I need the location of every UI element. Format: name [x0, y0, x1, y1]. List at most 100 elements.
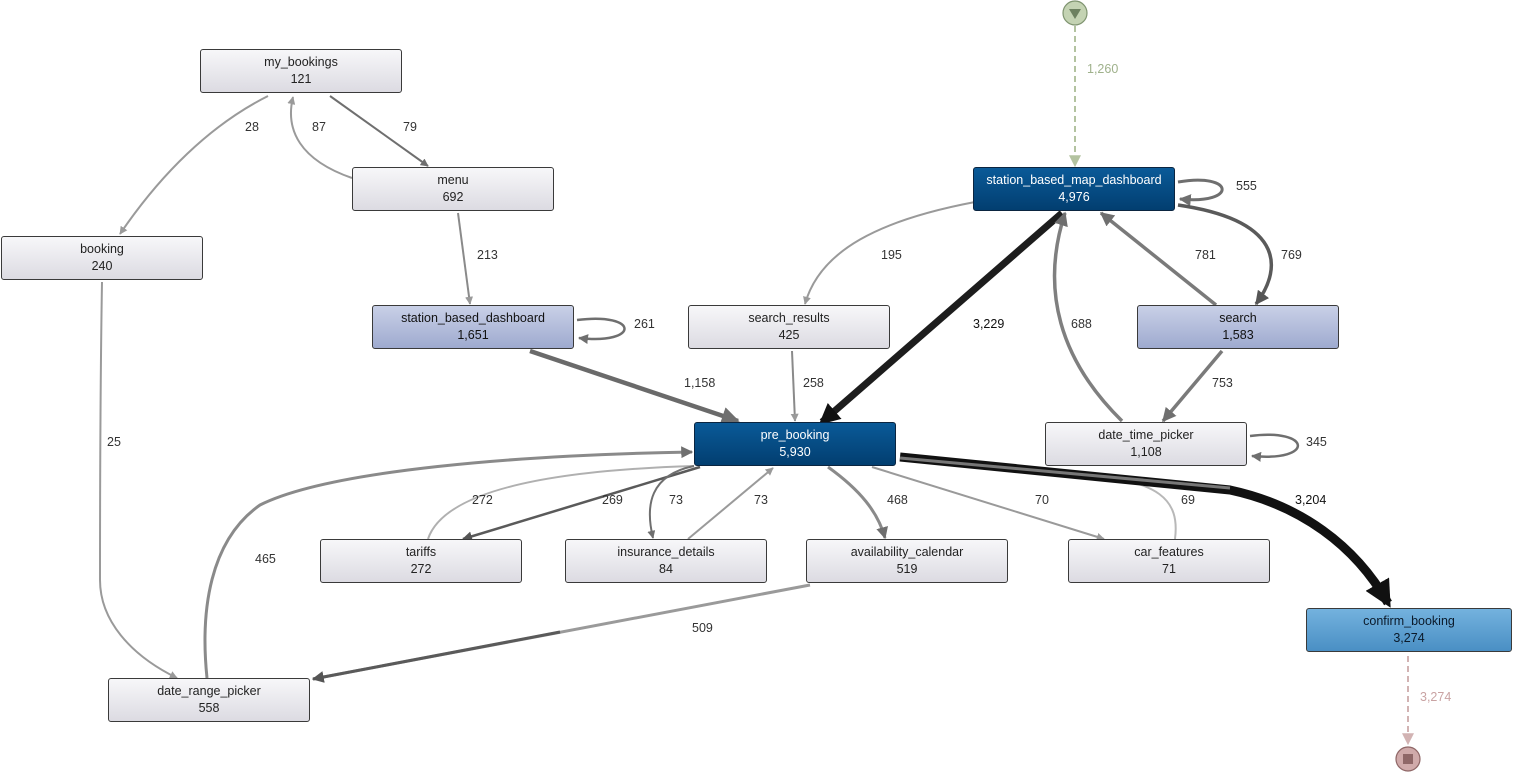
edge-booking-to-date-range-picker[interactable] — [98, 281, 178, 679]
edge-station-map-to-search[interactable] — [1177, 203, 1274, 306]
node-insurance-details[interactable]: insurance_details 84 — [565, 539, 767, 583]
edge-station-dashboard-to-pre-booking[interactable] — [529, 348, 740, 425]
node-menu[interactable]: menu 692 — [352, 167, 554, 211]
edge-availability-to-date-range-picker-head — [311, 630, 561, 683]
edge-label: 70 — [1035, 493, 1049, 507]
edge-insurance-to-pre-booking[interactable] — [687, 467, 774, 540]
edge-pre-booking-to-availability[interactable] — [827, 465, 888, 540]
node-count: 71 — [1162, 562, 1176, 576]
edge-label: 272 — [472, 493, 493, 507]
node-count: 519 — [896, 562, 918, 576]
edge-my-bookings-to-menu[interactable] — [329, 95, 429, 167]
edge-search-to-station-map[interactable] — [1099, 211, 1218, 307]
edge-label: 269 — [602, 493, 623, 507]
node-count: 425 — [778, 328, 800, 342]
edge-pre-booking-back-shade — [899, 456, 1231, 490]
edge-pre-booking-to-tariffs[interactable] — [462, 465, 701, 542]
edge-label: 213 — [477, 248, 498, 262]
edge-label: 195 — [881, 248, 902, 262]
node-car-features[interactable]: car_features 71 — [1068, 539, 1270, 583]
node-count: 1,108 — [1130, 445, 1162, 459]
edge-pre-booking-to-car-features[interactable] — [871, 466, 1105, 541]
edge-label: 1,158 — [684, 376, 715, 390]
edge-menu-to-station-dashboard[interactable] — [457, 212, 474, 305]
node-count: 5,930 — [779, 445, 811, 459]
edge-menu-to-my-bookings[interactable] — [287, 96, 353, 179]
edge-label: 87 — [312, 120, 326, 134]
edge-label: 261 — [634, 317, 655, 331]
node-count: 121 — [290, 72, 312, 86]
node-search-results[interactable]: search_results 425 — [688, 305, 890, 349]
node-confirm-booking[interactable]: confirm_booking 3,274 — [1306, 608, 1512, 652]
node-date-time-picker[interactable]: date_time_picker 1,108 — [1045, 422, 1247, 466]
edge-label: 688 — [1071, 317, 1092, 331]
node-date-range-picker[interactable]: date_range_picker 558 — [108, 678, 310, 722]
edge-station-map-to-pre-booking[interactable] — [818, 210, 1065, 425]
edge-label: 73 — [669, 493, 683, 507]
edge-station-map-to-search-results[interactable] — [803, 201, 976, 305]
edge-label: 769 — [1281, 248, 1302, 262]
node-name: pre_booking — [760, 428, 830, 442]
edge-label: 345 — [1306, 435, 1327, 449]
edge-search-results-to-pre-booking[interactable] — [790, 350, 799, 422]
edge-label: 468 — [887, 493, 908, 507]
node-count: 272 — [410, 562, 432, 576]
node-count: 240 — [91, 259, 113, 273]
node-count: 558 — [198, 701, 220, 715]
edge-pre-booking-to-confirm[interactable] — [899, 452, 1392, 608]
edge-station-map-loop[interactable] — [1177, 178, 1224, 207]
node-availability-calendar[interactable]: availability_calendar 519 — [806, 539, 1008, 583]
node-name: insurance_details — [617, 545, 715, 559]
edge-date-range-picker-to-pre-booking[interactable] — [203, 446, 694, 679]
edge-label: 3,229 — [973, 317, 1004, 331]
edge-label: 753 — [1212, 376, 1233, 390]
node-count: 692 — [442, 190, 464, 204]
node-tariffs[interactable]: tariffs 272 — [320, 539, 522, 583]
edge-label: 555 — [1236, 179, 1257, 193]
edge-tariffs-to-pre-booking[interactable] — [427, 465, 695, 540]
edge-label: 509 — [692, 621, 713, 635]
edge-date-time-picker-loop[interactable] — [1249, 433, 1299, 462]
node-count: 1,583 — [1222, 328, 1254, 342]
edge-my-bookings-to-booking[interactable] — [119, 95, 269, 235]
node-name: station_based_dashboard — [401, 311, 545, 325]
node-name: my_bookings — [264, 55, 338, 69]
node-name: search_results — [748, 311, 830, 325]
node-name: menu — [437, 173, 469, 187]
node-pre-booking[interactable]: pre_booking 5,930 — [694, 422, 896, 466]
start-marker[interactable] — [1062, 0, 1088, 26]
node-booking[interactable]: booking 240 — [1, 236, 203, 280]
node-my-bookings[interactable]: my_bookings 121 — [200, 49, 402, 93]
edge-label: 28 — [245, 120, 259, 134]
end-marker[interactable] — [1395, 746, 1421, 772]
node-name: confirm_booking — [1363, 614, 1455, 628]
node-name: station_based_map_dashboard — [986, 173, 1162, 187]
node-count: 4,976 — [1058, 190, 1090, 204]
edge-label: 781 — [1195, 248, 1216, 262]
node-name: search — [1219, 311, 1257, 325]
play-down-icon — [1069, 9, 1081, 19]
node-name: availability_calendar — [850, 545, 964, 559]
edge-label: 79 — [403, 120, 417, 134]
node-name: date_range_picker — [157, 684, 261, 698]
edge-label: 258 — [803, 376, 824, 390]
edge-label: 465 — [255, 552, 276, 566]
node-name: date_time_picker — [1098, 428, 1194, 442]
node-count: 1,651 — [457, 328, 489, 342]
edge-label: 3,274 — [1420, 690, 1451, 704]
edge-label: 1,260 — [1087, 62, 1118, 76]
node-count: 84 — [659, 562, 673, 576]
node-station-based-dashboard[interactable]: station_based_dashboard 1,651 — [372, 305, 574, 349]
edge-date-time-picker-to-station-map[interactable] — [1052, 211, 1124, 423]
node-station-based-map-dashboard[interactable]: station_based_map_dashboard 4,976 — [973, 167, 1175, 211]
node-name: car_features — [1134, 545, 1204, 559]
edge-label: 3,204 — [1295, 493, 1326, 507]
edge-station-dashboard-loop[interactable] — [576, 317, 626, 344]
edge-pre-booking-to-insurance[interactable] — [647, 465, 695, 539]
edge-label: 25 — [107, 435, 121, 449]
edge-search-to-date-time-picker[interactable] — [1161, 349, 1224, 423]
node-search[interactable]: search 1,583 — [1137, 305, 1339, 349]
node-name: booking — [80, 242, 124, 256]
edge-label: 69 — [1181, 493, 1195, 507]
